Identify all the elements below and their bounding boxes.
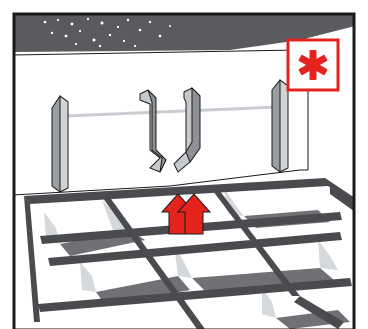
mounting-bracket-left	[52, 96, 68, 192]
hook-bracket-center-left	[140, 90, 166, 172]
mounting-bracket-right	[272, 80, 288, 172]
hook-bracket-center-right	[174, 88, 200, 172]
warning-badge	[288, 40, 338, 90]
mounting-rail	[66, 107, 278, 116]
